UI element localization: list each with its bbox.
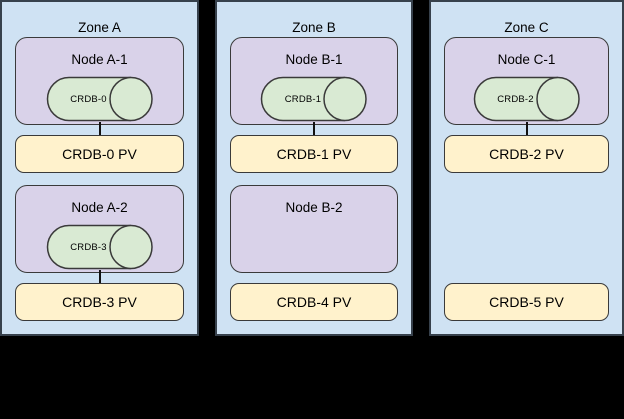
node-b-2-label: Node B-2 xyxy=(285,200,343,215)
node-b-2: Node B-2 xyxy=(230,185,398,273)
cylinder-shape-icon xyxy=(46,76,153,122)
node-a-1: Node A-1 CRDB-0 xyxy=(15,37,184,125)
cylinder-shape-icon xyxy=(473,76,580,122)
pv-crdb-1-label: CRDB-1 PV xyxy=(276,146,352,162)
crdb-3-pod-cylinder: CRDB-3 xyxy=(46,224,154,270)
zone-a-title: Zone A xyxy=(78,20,121,35)
crdb-1-pod-label: CRDB-1 xyxy=(284,93,322,105)
pv-crdb-0: CRDB-0 PV xyxy=(15,135,184,173)
connector-line xyxy=(525,122,528,136)
node-a-2: Node A-2 CRDB-3 xyxy=(15,185,184,273)
pv-crdb-2: CRDB-2 PV xyxy=(444,135,609,173)
cylinder-shape-icon xyxy=(260,76,367,122)
crdb-0-pod-cylinder: CRDB-0 xyxy=(46,76,154,122)
pv-crdb-5-label: CRDB-5 PV xyxy=(489,294,564,310)
crdb-0-pod-label: CRDB-0 xyxy=(70,93,107,105)
pv-crdb-1: CRDB-1 PV xyxy=(230,135,398,173)
pv-crdb-4-label: CRDB-4 PV xyxy=(276,294,352,310)
pv-crdb-5: CRDB-5 PV xyxy=(444,283,609,321)
node-a-2-label: Node A-2 xyxy=(71,200,128,215)
crdb-1-pod-cylinder: CRDB-1 xyxy=(260,76,368,122)
node-a-1-label: Node A-1 xyxy=(71,52,128,67)
node-b-1-label: Node B-1 xyxy=(285,52,343,67)
zone-c: Zone C Node C-1 CRDB-2 CRDB-2 PV CRDB-5 … xyxy=(429,0,624,336)
connector-line xyxy=(98,122,101,136)
cylinder-shape-icon xyxy=(46,224,153,270)
pv-crdb-0-label: CRDB-0 PV xyxy=(62,146,137,162)
crdb-2-pod-cylinder: CRDB-2 xyxy=(473,76,581,122)
node-c-1-label: Node C-1 xyxy=(497,52,556,67)
pv-crdb-3-label: CRDB-3 PV xyxy=(62,294,137,310)
node-b-1: Node B-1 CRDB-1 xyxy=(230,37,398,125)
node-c-1: Node C-1 CRDB-2 xyxy=(444,37,609,125)
pv-crdb-4: CRDB-4 PV xyxy=(230,283,398,321)
zone-b-title: Zone B xyxy=(292,20,336,35)
pv-crdb-3: CRDB-3 PV xyxy=(15,283,184,321)
zone-a: Zone A Node A-1 CRDB-0 CRDB-0 PV Node A-… xyxy=(0,0,199,336)
crdb-2-pod-label: CRDB-2 xyxy=(497,93,534,105)
connector-line xyxy=(98,270,101,284)
crdb-3-pod-label: CRDB-3 xyxy=(70,241,107,253)
pv-crdb-2-label: CRDB-2 PV xyxy=(489,146,564,162)
zone-c-title: Zone C xyxy=(504,20,549,35)
zone-b: Zone B Node B-1 CRDB-1 CRDB-1 PV Node B-… xyxy=(215,0,413,336)
connector-line xyxy=(313,122,315,136)
